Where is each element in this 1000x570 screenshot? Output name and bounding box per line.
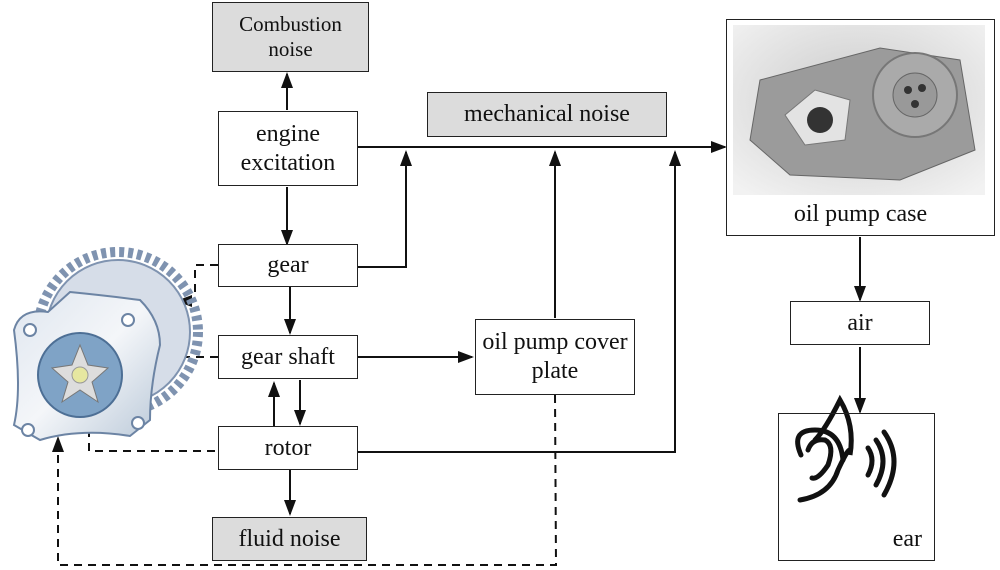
air-node: air (790, 301, 930, 345)
gear-node: gear (218, 244, 358, 287)
oil-pump-case-label: oil pump case (793, 201, 928, 228)
mechanical-noise-node: mechanical noise (427, 92, 667, 137)
case-photo (733, 25, 985, 195)
oil-pump-cover-plate-node: oil pump cover plate (475, 319, 635, 395)
dashed-cover-to-pump (52, 394, 558, 566)
fluid-noise-node: fluid noise (212, 517, 367, 561)
engine-excitation-node: engine excitation (218, 111, 358, 186)
ear-node: ear (778, 413, 935, 561)
rotor-node: rotor (218, 426, 358, 470)
pump-illustration (12, 247, 203, 442)
arrow-gear-to-line (358, 150, 412, 268)
arrow-rotor-to-line (358, 150, 681, 453)
combustion-noise-node: Combustion noise (212, 2, 369, 72)
gear-shaft-node: gear shaft (218, 335, 358, 379)
ear-icon (795, 394, 897, 503)
ear-label: ear (892, 526, 922, 553)
oil-pump-case-node: oil pump case (726, 19, 995, 236)
